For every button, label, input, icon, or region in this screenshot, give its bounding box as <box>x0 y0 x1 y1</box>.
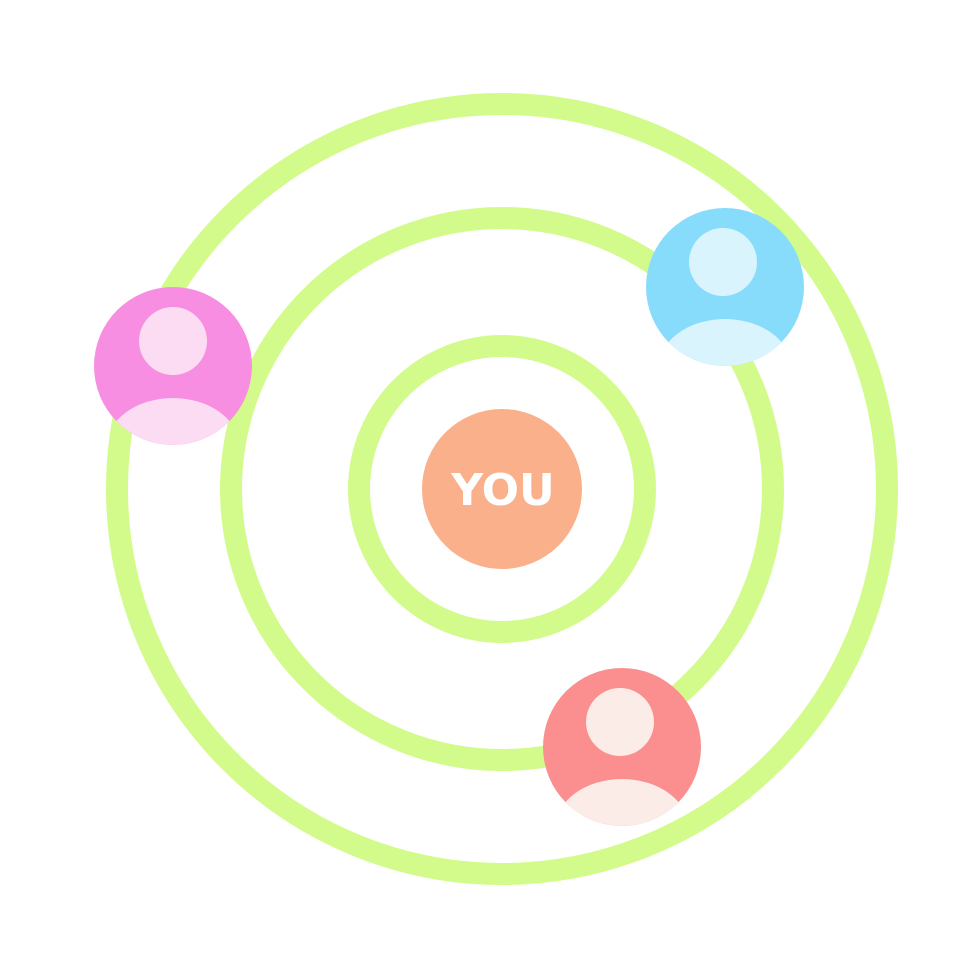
center-label: YOU <box>450 465 554 516</box>
middle-ring <box>220 207 784 771</box>
user-icon <box>658 228 792 366</box>
user-icon <box>555 688 689 826</box>
person-blue <box>646 208 804 366</box>
person-red <box>543 668 701 826</box>
person-pink <box>94 287 252 445</box>
center-node: YOU <box>422 409 582 569</box>
user-icon <box>106 307 240 445</box>
inner-ring <box>348 335 656 643</box>
center-circle <box>422 409 582 569</box>
outer-ring <box>106 93 898 885</box>
orbit-rings <box>106 93 898 885</box>
